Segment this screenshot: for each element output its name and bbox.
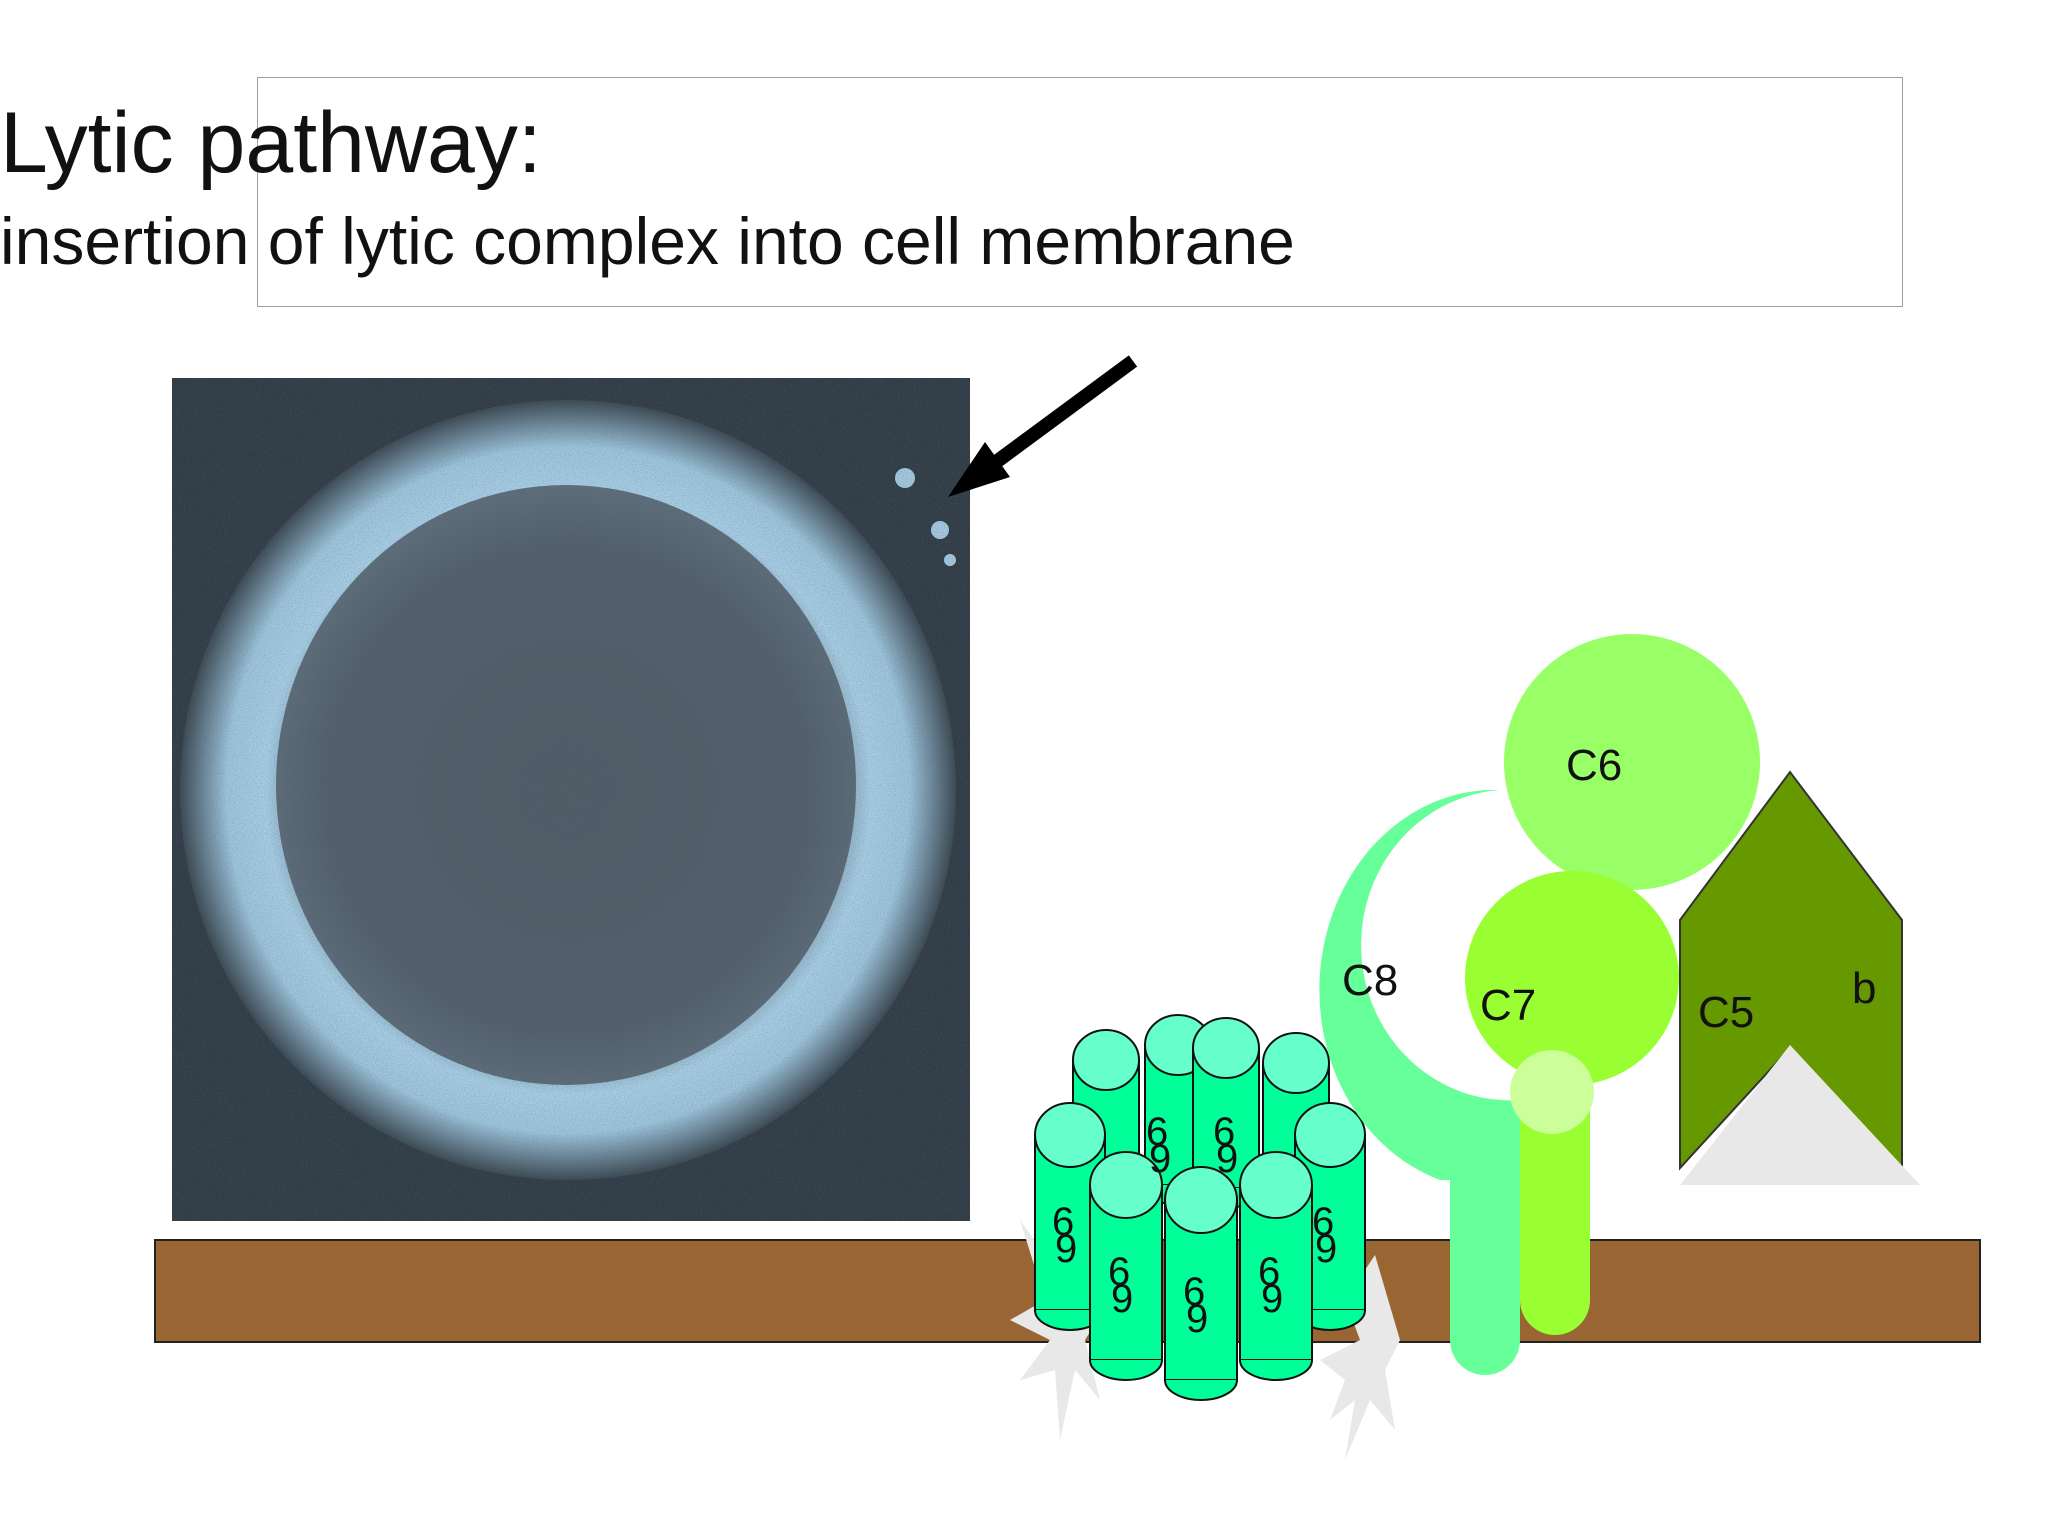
c8-protein [1319,789,1520,1375]
c9-labels: 6 9 6 9 6 9 6 9 6 9 6 9 6 9 [1052,1110,1337,1341]
c5b-b-label: b [1852,964,1876,1013]
c9-cylinder [1089,1151,1163,1381]
c9-label-bottom: 9 [1149,1137,1171,1181]
c7-label: C7 [1480,981,1536,1030]
pointer-arrow-icon [948,355,1138,497]
c9-cylinder [1239,1151,1313,1381]
c7-protein [1465,871,1679,1335]
c9-label-top: 6 [1146,1110,1168,1154]
micrograph-image [172,378,970,1221]
c9-label-top: 6 [1052,1200,1074,1244]
page-title: Lytic pathway: [0,95,542,191]
c6-label: C6 [1566,741,1622,790]
c5-label: C5 [1698,988,1754,1037]
c9-label-bottom: 9 [1315,1227,1337,1271]
page-subtitle: insertion of lytic complex into cell mem… [0,204,1295,278]
c9-cylinder [1164,1166,1238,1401]
c9-label-top: 6 [1258,1250,1280,1294]
c9-label-bottom: 9 [1055,1227,1077,1271]
c9-label-bottom: 9 [1216,1137,1238,1181]
membrane-damage-right [1320,1255,1400,1460]
c6-protein [1504,634,1760,890]
c9-label-top: 6 [1213,1110,1235,1154]
c9-poly-pore [1034,1014,1366,1401]
c5b-protein [1679,770,1920,1185]
c9-label-bottom: 9 [1186,1297,1208,1341]
title-box [257,77,1903,307]
c9-label-bottom: 9 [1261,1277,1283,1321]
c8-label: C8 [1342,956,1398,1005]
c9-label-bottom: 9 [1111,1277,1133,1321]
c9-label-top: 6 [1108,1250,1130,1294]
c9-label-top: 6 [1312,1200,1334,1244]
c9-label-top: 6 [1183,1270,1205,1314]
